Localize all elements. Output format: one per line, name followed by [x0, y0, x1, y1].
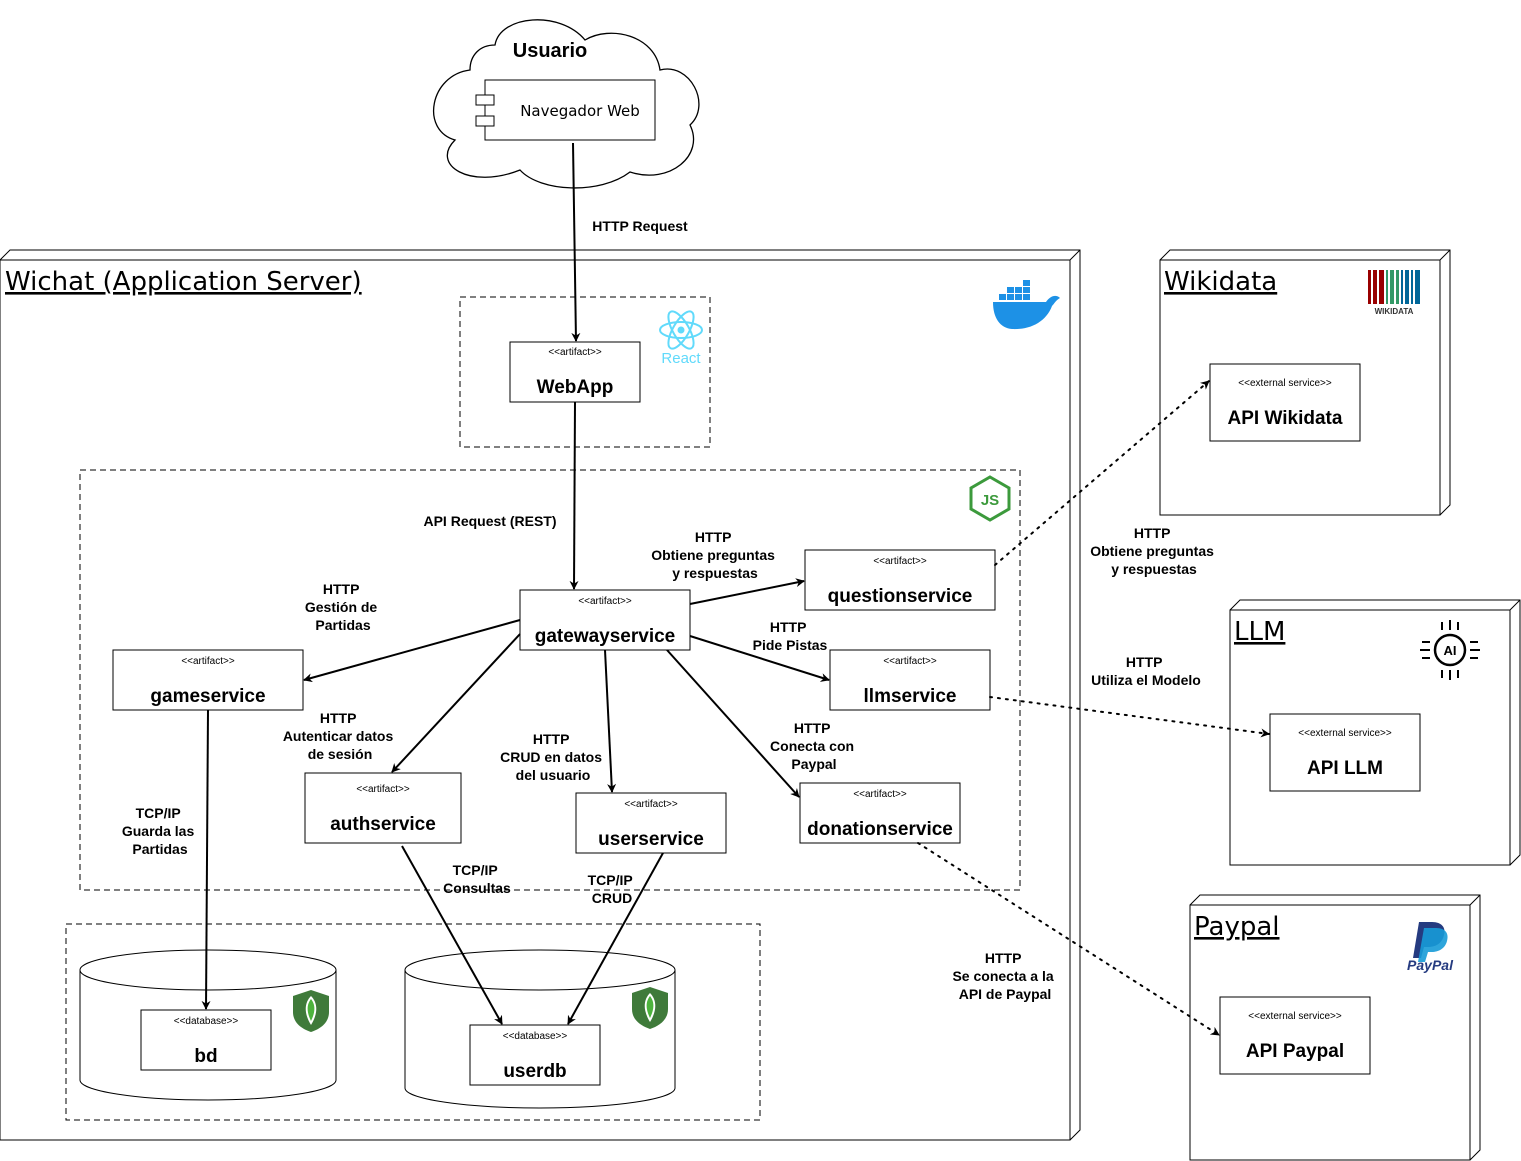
paypal-title: Paypal: [1194, 912, 1280, 942]
api-paypal-stereotype: <<external service>>: [1248, 1011, 1342, 1022]
api-wikidata-name: API Wikidata: [1228, 408, 1343, 429]
api-llm-name: API LLM: [1307, 758, 1383, 779]
dotted-edges: [917, 380, 1270, 1036]
api-llm-stereotype: <<external service>>: [1298, 728, 1392, 739]
label-auth-userdb: TCP/IP Consultas: [443, 862, 511, 896]
gameservice-stereotype: <<artifact>>: [181, 656, 235, 667]
authservice-name: authservice: [330, 814, 436, 835]
react-icon: React: [659, 310, 703, 367]
edge-auth-userdb: [401, 845, 503, 1025]
api-llm-artifact: <<external service>> API LLM: [1269, 713, 1421, 792]
edge-game-bd: [201, 709, 211, 1010]
wikidata-logo-text: WIKIDATA: [1375, 307, 1414, 316]
authservice-artifact: <<artifact>> authservice: [304, 772, 462, 844]
llm-title: LLM: [1234, 617, 1285, 647]
webapp-stereotype: <<artifact>>: [548, 347, 602, 358]
userservice-stereotype: <<artifact>>: [624, 799, 678, 810]
usuario-title: Usuario: [513, 40, 587, 62]
gameservice-artifact: <<artifact>> gameservice: [112, 649, 304, 711]
edge-user-userdb: [567, 852, 664, 1025]
api-wikidata-stereotype: <<external service>>: [1238, 378, 1332, 389]
react-group: [459, 296, 711, 448]
label-gw-llm: HTTP Pide Pistas: [753, 619, 828, 653]
paypal-logo-icon: PayPal: [1407, 922, 1454, 973]
label-gw-donation: HTTP Conecta con Paypal: [770, 720, 858, 772]
label-donation-paypal: HTTP Se conecta a la API de Paypal: [952, 950, 1057, 1002]
gatewayservice-artifact: <<artifact>> gatewayservice: [519, 589, 691, 651]
gatewayservice-name: gatewayservice: [535, 626, 676, 647]
mongodb-icon: [293, 990, 329, 1032]
wikidata-logo-icon: WIKIDATA: [1368, 270, 1420, 316]
wikidata-node: Wikidata: [1159, 249, 1451, 516]
label-api-request: API Request (REST): [423, 513, 556, 529]
edge-gateway-question: [689, 578, 805, 605]
userdb-name: userdb: [503, 1061, 566, 1082]
bd-stereotype: <<database>>: [174, 1016, 239, 1027]
edge-gateway-donation: [666, 649, 800, 798]
react-label: React: [661, 350, 701, 367]
svg-text:JS: JS: [981, 492, 999, 509]
label-gw-game: HTTP Gestión de Partidas: [305, 581, 381, 633]
questionservice-stereotype: <<artifact>>: [873, 556, 927, 567]
edge-llm-apillm: [989, 696, 1270, 738]
llmservice-stereotype: <<artifact>>: [883, 656, 937, 667]
edge-browser-webapp: [571, 142, 581, 342]
edge-gateway-user: [604, 649, 617, 793]
paypal-node: Paypal: [1189, 894, 1481, 1161]
label-gw-question: HTTP Obtiene preguntas y respuestas: [651, 529, 779, 581]
label-question-wikidata: HTTP Obtiene preguntas y respuestas: [1090, 525, 1218, 577]
label-gw-user: HTTP CRUD en datos del usuario: [500, 731, 606, 783]
gameservice-name: gameservice: [150, 686, 265, 707]
edge-gateway-auth: [391, 633, 521, 773]
donationservice-name: donationservice: [807, 819, 953, 840]
donationservice-artifact: <<artifact>> donationservice: [799, 782, 961, 844]
api-paypal-name: API Paypal: [1246, 1041, 1344, 1062]
ai-chip-icon: AI: [1420, 620, 1480, 680]
label-llm-api: HTTP Utiliza el Modelo: [1091, 654, 1201, 688]
label-http-request: HTTP Request: [592, 218, 688, 234]
gatewayservice-stereotype: <<artifact>>: [578, 596, 632, 607]
label-user-userdb: TCP/IP CRUD: [588, 872, 637, 906]
userdb-artifact: <<database>> userdb: [469, 1024, 601, 1086]
bd-name: bd: [194, 1046, 217, 1067]
edge-gateway-llm: [689, 635, 830, 682]
userservice-name: userservice: [598, 829, 704, 850]
edge-donation-paypal: [917, 842, 1220, 1036]
userdb-stereotype: <<database>>: [503, 1031, 568, 1042]
edges: [201, 142, 830, 1025]
mongodb-icon: [632, 987, 668, 1029]
llmservice-artifact: <<artifact>> llmservice: [829, 649, 991, 711]
api-paypal-artifact: <<external service>> API Paypal: [1219, 996, 1371, 1075]
nodejs-icon: JS: [969, 475, 1011, 522]
wikidata-title: Wikidata: [1164, 267, 1277, 297]
server-node: Wichat (Application Server): [0, 249, 1081, 1141]
llmservice-name: llmservice: [864, 686, 957, 707]
edge-gateway-game: [303, 619, 521, 683]
paypal-logo-text: PayPal: [1407, 957, 1454, 973]
webapp-artifact: <<artifact>> WebApp: [509, 341, 641, 403]
donationservice-stereotype: <<artifact>>: [853, 789, 907, 800]
userservice-artifact: <<artifact>> userservice: [575, 792, 727, 854]
questionservice-artifact: <<artifact>> questionservice: [804, 549, 996, 611]
usuario-cloud: Usuario Navegador Web: [432, 19, 700, 189]
ai-logo-text: AI: [1444, 643, 1457, 658]
edge-question-wikidata: [994, 380, 1210, 566]
webapp-name: WebApp: [537, 377, 614, 398]
database-group: [65, 923, 761, 1121]
edge-webapp-gateway: [569, 401, 579, 590]
authservice-stereotype: <<artifact>>: [356, 784, 410, 795]
node-group: [79, 469, 1021, 891]
label-gw-auth: HTTP Autenticar datos de sesión: [283, 710, 397, 762]
bd-artifact: <<database>> bd: [140, 1009, 272, 1071]
server-title: Wichat (Application Server): [5, 267, 362, 297]
llm-node: LLM: [1229, 599, 1521, 866]
api-wikidata-artifact: <<external service>> API Wikidata: [1209, 363, 1361, 442]
questionservice-name: questionservice: [828, 586, 973, 607]
browser-component: Navegador Web: [475, 79, 656, 141]
label-game-bd: TCP/IP Guarda las Partidas: [122, 805, 198, 857]
browser-label: Navegador Web: [520, 102, 640, 120]
docker-icon: [993, 280, 1060, 330]
